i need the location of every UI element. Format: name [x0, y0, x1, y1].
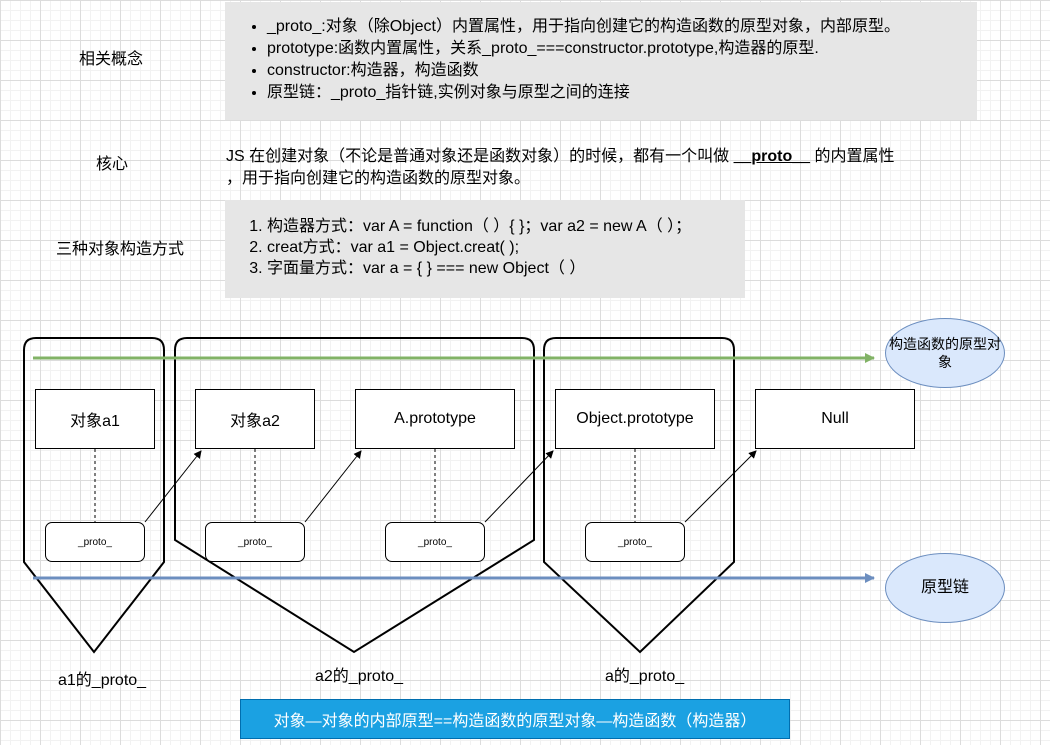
- core-line-1: JS 在创建对象（不论是普通对象还是函数对象）的时候，都有一个叫做 __prot…: [226, 146, 895, 168]
- group-label-a: a的_proto_: [605, 668, 685, 685]
- node-null: Null: [755, 389, 915, 449]
- node-object-prototype: Object.prototype: [555, 389, 715, 449]
- ellipse-prototype-chain: 原型链: [885, 553, 1005, 623]
- group-a2-outline: [174, 337, 535, 654]
- proto-box-a1: _proto_: [45, 522, 145, 562]
- concept-item: prototype:函数内置属性，关系_proto_===constructor…: [267, 38, 977, 60]
- core-text: JS 在创建对象（不论是普通对象还是函数对象）的时候，都有一个叫做 __prot…: [226, 146, 895, 190]
- core-line-1-bold: __proto__: [733, 148, 811, 165]
- way-item: 构造器方式：var A = function（ ）{ }；var a2 = ne…: [267, 216, 745, 237]
- group-label-a1: a1的_proto_: [58, 672, 147, 689]
- ways-box: 构造器方式：var A = function（ ）{ }；var a2 = ne…: [225, 200, 745, 298]
- core-line-1-post: 的内置属性: [810, 148, 895, 165]
- proto-box-object-prototype: _proto_: [585, 522, 685, 562]
- proto-box-a-prototype: _proto_: [385, 522, 485, 562]
- group-a1-outline: [23, 337, 165, 654]
- concepts-box: _proto_:对象（除Object）内置属性，用于指向创建它的构造函数的原型对…: [225, 2, 977, 120]
- node-object-a2: 对象a2: [195, 389, 315, 449]
- proto-box-a2: _proto_: [205, 522, 305, 562]
- label-core: 核心: [96, 156, 129, 173]
- group-label-a2: a2的_proto_: [315, 668, 404, 685]
- concept-item: _proto_:对象（除Object）内置属性，用于指向创建它的构造函数的原型对…: [267, 16, 977, 38]
- way-item: creat方式：var a1 = Object.creat( );: [267, 237, 745, 258]
- way-item: 字面量方式：var a = { } === new Object（ ）: [267, 258, 745, 279]
- proto-link-arrow: [304, 450, 362, 523]
- group-a-outline: [543, 337, 735, 654]
- ellipse-constructor-prototype: 构造函数的原型对象: [885, 318, 1005, 388]
- node-object-a1: 对象a1: [35, 389, 155, 449]
- concept-item: 原型链：_proto_指针链,实例对象与原型之间的连接: [267, 82, 977, 104]
- label-concepts: 相关概念: [79, 51, 144, 68]
- label-ways: 三种对象构造方式: [56, 241, 185, 258]
- summary-banner: 对象—对象的内部原型==构造函数的原型对象—构造函数（构造器）: [240, 699, 790, 739]
- proto-link-arrow: [484, 450, 554, 523]
- node-a-prototype: A.prototype: [355, 389, 515, 449]
- concepts-list: _proto_:对象（除Object）内置属性，用于指向创建它的构造函数的原型对…: [225, 2, 977, 104]
- core-line-2: ，用于指向创建它的构造函数的原型对象。: [226, 170, 531, 187]
- concept-item: constructor:构造器，构造函数: [267, 60, 977, 82]
- ways-list: 构造器方式：var A = function（ ）{ }；var a2 = ne…: [225, 200, 745, 279]
- proto-link-arrow: [684, 450, 757, 523]
- core-line-1-pre: JS 在创建对象（不论是普通对象还是函数对象）的时候，都有一个叫做: [226, 148, 734, 165]
- proto-link-arrow: [144, 450, 202, 523]
